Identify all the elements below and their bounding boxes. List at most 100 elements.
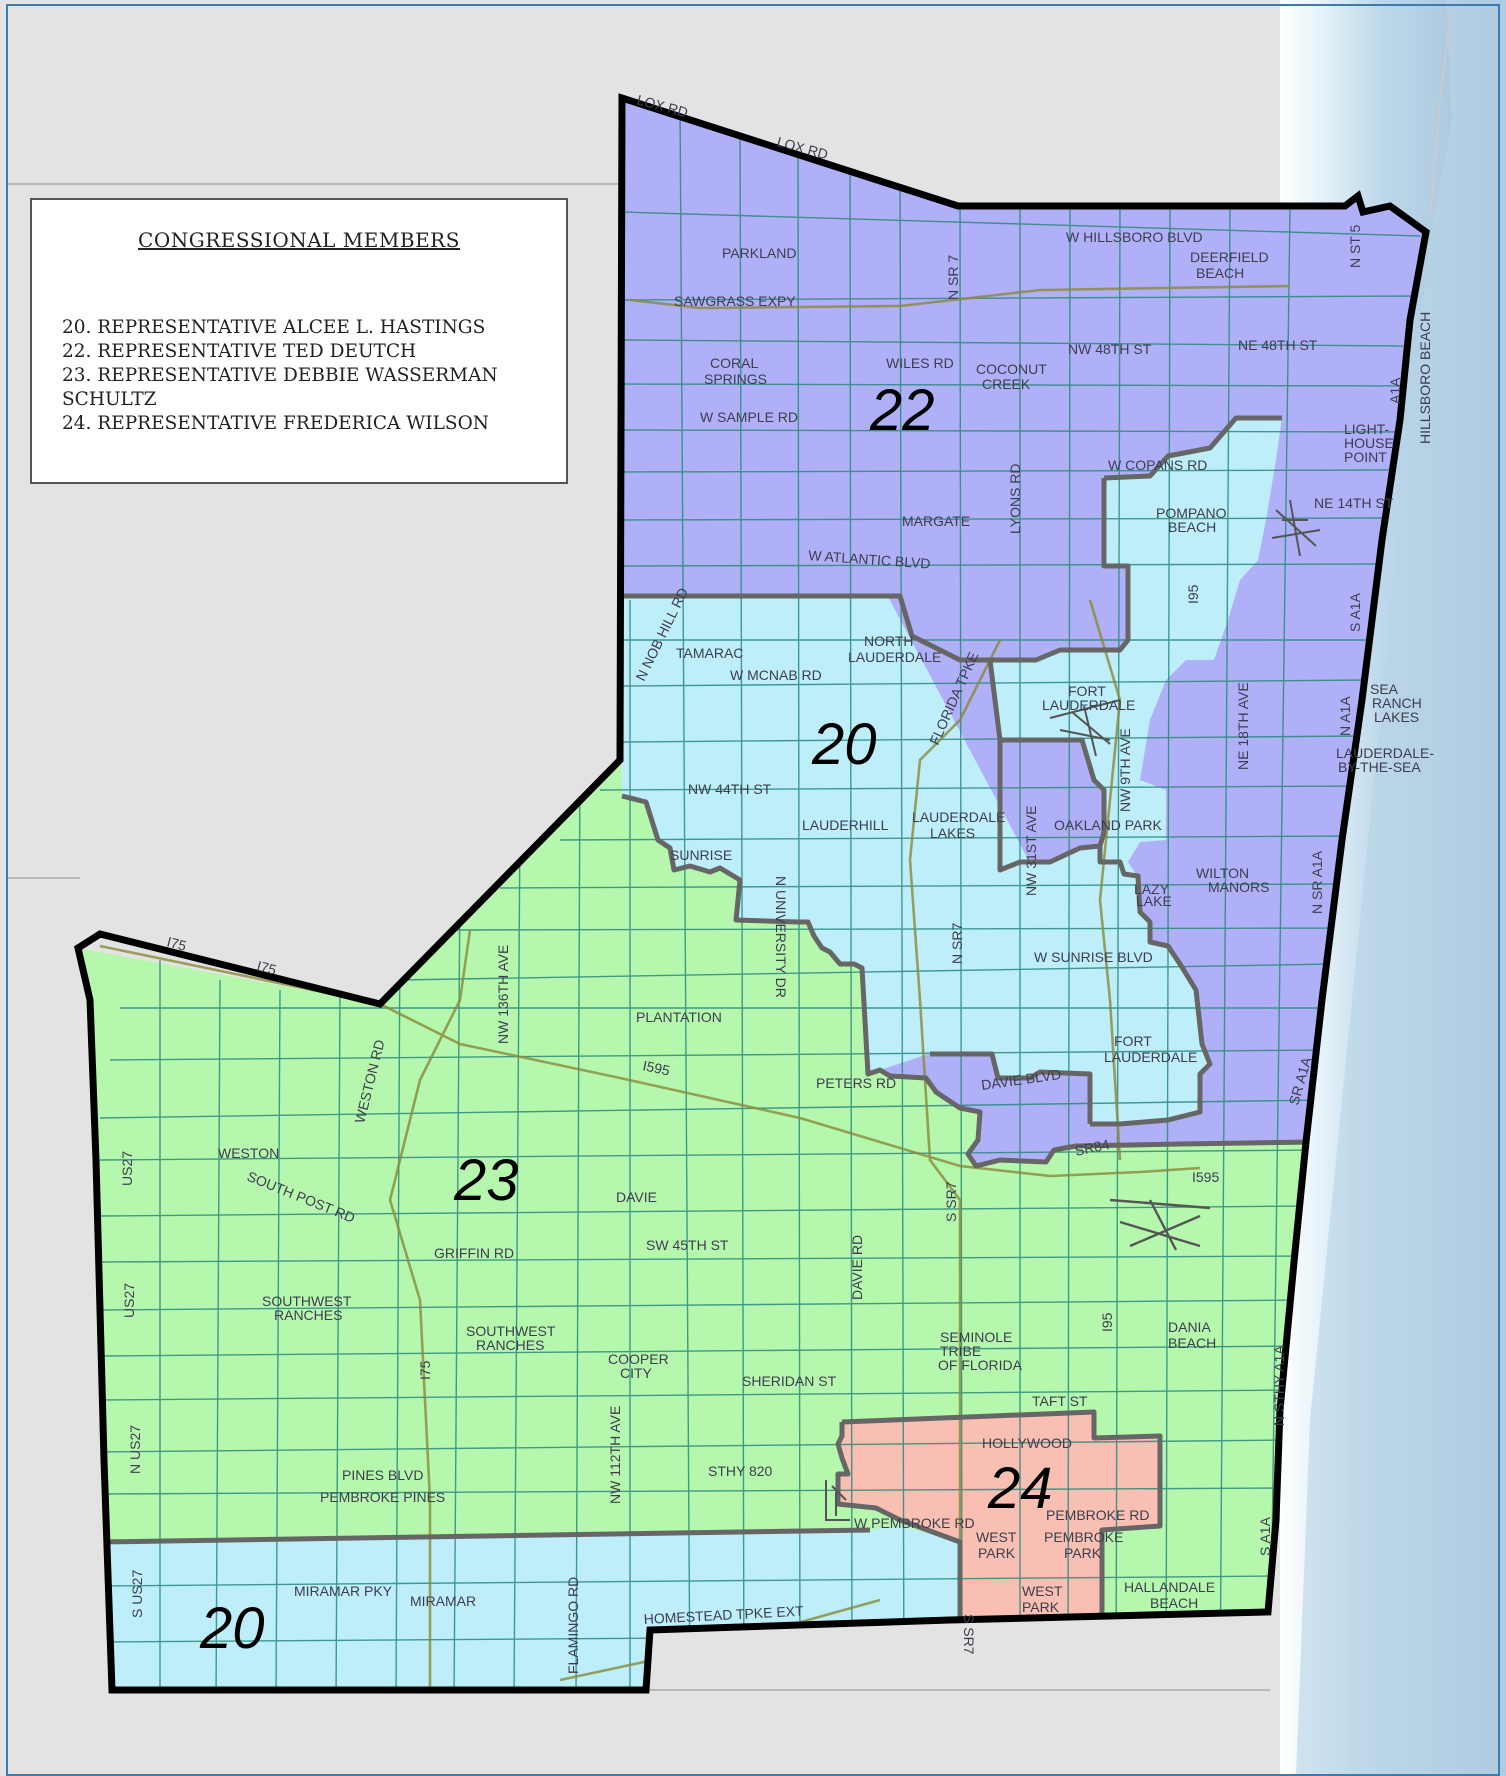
city-label: NORTH [864,633,914,649]
outer-boundary-line [1429,0,1453,221]
road-label: N US27 [127,1425,143,1474]
legend-item: 20. REPRESENTATIVE ALCEE L. HASTINGS [62,317,486,338]
district-number-24: 24 [987,1456,1053,1521]
city-label: POINT [1344,449,1387,465]
city-label: LAUDERDALE- [1336,745,1434,761]
road-label: STHY 820 [708,1463,773,1479]
city-label: WEST [1022,1583,1063,1599]
district-number-20-south: 20 [199,1596,265,1661]
road-label: I95 [1099,1312,1115,1332]
road-label: I75 [417,1360,433,1380]
city-label: MARGATE [902,513,970,529]
city-label: FORT [1114,1033,1152,1049]
city-label: BY-THE-SEA [1338,759,1421,775]
road-label: SR84 [1073,1136,1111,1159]
city-label: RANCHES [476,1337,544,1353]
road-label: SHERIDAN ST [742,1373,837,1389]
city-label: LAUDERDALE [1042,697,1135,713]
district-24-area [838,1412,1160,1618]
city-label: CREEK [982,376,1031,392]
city-label: LIGHT- [1344,421,1389,437]
road-label: S SR7 [943,1181,959,1222]
city-label: OF FLORIDA [938,1357,1023,1373]
legend-item: 24. REPRESENTATIVE FREDERICA WILSON [62,413,489,434]
road-label: I595 [641,1057,671,1078]
airport-icon [1109,1198,1211,1251]
district-number-23: 23 [453,1148,519,1213]
road-label: NE 18TH AVE [1235,682,1251,770]
road-label: N ST 5 [1347,224,1363,268]
road-label: W COPANS RD [1108,457,1207,473]
road-label: PEMBROKE RD [1046,1507,1149,1523]
city-label: SEMINOLE [940,1329,1012,1345]
city-label: PARK [1064,1545,1102,1561]
road-label: A1A [1387,377,1403,404]
road-label: I75 [255,957,278,978]
district-number-22: 22 [869,378,935,443]
district-boundaries [99,415,1313,1618]
city-label: COCONUT [976,361,1047,377]
road-label: NW 136TH AVE [495,945,511,1044]
district-20-pompano-area [990,418,1282,832]
city-label: LAUDERDALE [1104,1049,1197,1065]
road-label: N SR7 [949,923,965,964]
city-label: LAZY [1134,881,1170,897]
city-label: HOUSE [1344,435,1394,451]
city-label: PLANTATION [636,1009,722,1025]
road-label: SAWGRASS EXPY [674,293,796,309]
road-label: N UNIVERSITY DR [773,876,789,998]
legend-item: 23. REPRESENTATIVE DEBBIE WASSERMAN SCHU… [62,365,498,410]
city-label: LAUDERHILL [802,817,889,833]
city-label: MIRAMAR [410,1593,476,1609]
road-label: SW 45TH ST [646,1237,729,1253]
legend-box: CONGRESSIONAL MEMBERS 20. REPRESENTATIVE… [30,198,568,484]
road-label: NW 31ST AVE [1023,805,1039,896]
road-label: N SR 7 [945,255,961,300]
road-label: I95 [1185,584,1201,604]
city-label: WEST [976,1529,1017,1545]
city-label: DANIA [1168,1319,1211,1335]
city-label: HOLLYWOOD [982,1435,1072,1451]
city-label: MANORS [1208,879,1269,895]
road-label: MIRAMAR PKY [294,1583,393,1599]
road-label: GRIFFIN RD [434,1245,514,1261]
airport-icon [1049,699,1121,757]
airport-icon [1271,499,1321,557]
city-label: SEA [1370,681,1399,697]
ocean-deep [1296,0,1506,1776]
city-label: OAKLAND PARK [1054,817,1163,833]
road-label: I75 [165,933,188,954]
city-label: CORAL [710,355,758,371]
road-label: US27 [121,1283,137,1318]
road-label: W MCNAB RD [730,667,822,683]
road-label: LYONS RD [1007,463,1023,534]
city-label: COOPER [608,1351,669,1367]
road-label: DAVIE RD [849,1235,865,1300]
city-label: LAKES [930,825,975,841]
city-label: BEACH [1168,519,1216,535]
city-label: BEACH [1196,265,1244,281]
airport-icon [825,1480,850,1521]
road-label: N STHY A1A [1271,1345,1287,1426]
city-label: PEMBROKE [1044,1529,1123,1545]
road-label: I595 [1192,1169,1219,1185]
road-label: PETERS RD [816,1075,896,1091]
district-20-south-area [100,1526,960,1690]
road-label: HILLSBORO BEACH [1417,312,1433,444]
road-label: S A1A [1257,1516,1273,1556]
city-label: BEACH [1168,1335,1216,1351]
city-label: POMPANO [1156,505,1227,521]
road-label: TAFT ST [1032,1393,1088,1409]
city-label: TAMARAC [676,645,743,661]
city-label: RANCH [1372,695,1422,711]
road-label: NW 44TH ST [688,781,772,797]
city-label: DEERFIELD [1190,249,1269,265]
city-label: WESTON [218,1145,279,1161]
road-label: FLAMINGO RD [565,1577,581,1674]
road-label: S A1A [1347,592,1363,632]
district-number-20: 20 [811,712,877,777]
road-label: W SAMPLE RD [700,409,798,425]
city-label: HALLANDALE [1124,1579,1215,1595]
road-label: S SR7 [961,1614,977,1655]
